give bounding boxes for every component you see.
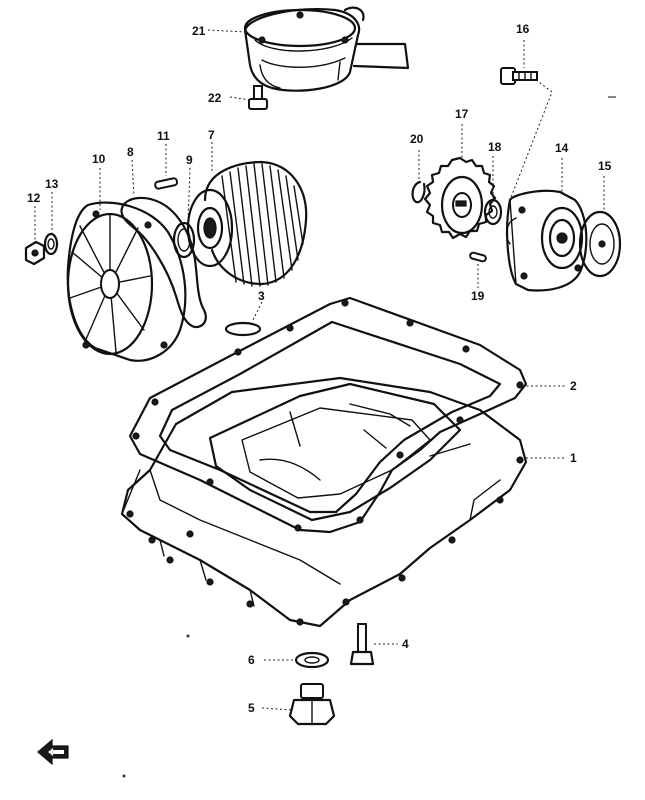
callout-3: 3	[258, 289, 265, 303]
callout-14: 14	[555, 141, 569, 155]
part-21-oil-strainer	[243, 6, 410, 92]
part-10-filter-cover	[66, 201, 187, 362]
callout-10: 10	[92, 152, 106, 166]
callout-22: 22	[208, 91, 222, 105]
callout-11: 11	[157, 129, 170, 143]
scan-specks	[122, 96, 616, 778]
leader-lines	[34, 29, 605, 711]
part-5-drain-plug	[288, 683, 336, 726]
part-3-o-ring	[224, 321, 262, 337]
front-arrow-icon	[37, 738, 69, 766]
callout-21: 21	[192, 24, 206, 38]
part-6-washer	[294, 651, 330, 669]
part-2-pan-gasket	[128, 296, 528, 534]
callout-9: 9	[186, 153, 193, 167]
part-18-washer	[483, 198, 503, 226]
callout-6: 6	[248, 653, 255, 667]
part-1-oil-pan	[120, 376, 528, 628]
callout-1: 1	[570, 451, 577, 465]
part-11-pin	[154, 177, 179, 190]
part-15-gasket	[578, 210, 622, 278]
callout-17: 17	[455, 107, 469, 121]
part-17-sprocket	[423, 156, 497, 240]
callout-13: 13	[45, 177, 59, 191]
callout-19: 19	[471, 289, 485, 303]
callout-7: 7	[208, 128, 215, 142]
part-22-bolt	[248, 85, 268, 110]
callout-12: 12	[27, 191, 41, 205]
callout-15: 15	[598, 159, 612, 173]
callout-20: 20	[410, 132, 424, 146]
part-20-circlip	[411, 180, 426, 204]
callout-16: 16	[516, 22, 530, 36]
callout-5: 5	[248, 701, 255, 715]
part-4-bolt	[349, 623, 375, 666]
part-16-bolt	[500, 67, 538, 85]
part-12-nut	[24, 240, 46, 266]
callout-8: 8	[127, 145, 134, 159]
part-14-oil-pump	[505, 189, 588, 292]
part-19-pin	[469, 251, 487, 263]
callout-labels: 21 22 16 20 17 18 14 15 19 7 11 8 9 10 1…	[27, 22, 612, 715]
callout-2: 2	[570, 379, 577, 393]
callout-18: 18	[488, 140, 502, 154]
part-7-oil-filter	[186, 160, 308, 287]
part-13-washer	[43, 232, 59, 256]
callout-4: 4	[402, 637, 409, 651]
part-8-gasket	[120, 196, 207, 329]
